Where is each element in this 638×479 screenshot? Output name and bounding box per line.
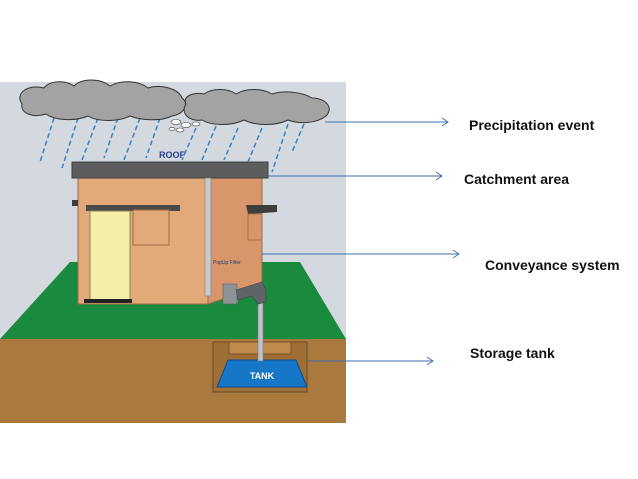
cloud-left	[19, 79, 187, 121]
downpipe	[204, 177, 212, 297]
cloud-wisps	[168, 119, 201, 133]
filter-label: PopUp Filter	[213, 260, 241, 266]
catchment-arrow-head	[435, 171, 443, 181]
storage-tank-label: Storage tank	[470, 345, 555, 361]
rain-drop	[201, 125, 217, 161]
rain-drop	[247, 127, 263, 163]
conveyance-system-label: Conveyance system	[485, 257, 620, 273]
rain-drop	[271, 123, 289, 173]
cloud-right	[183, 89, 330, 125]
roof-label: ROOF	[159, 150, 186, 160]
tank-inlet-pipe	[257, 302, 264, 362]
roof-slab	[71, 161, 269, 179]
rain-drop	[291, 123, 305, 153]
rain-drop	[145, 117, 161, 159]
rain-drops	[39, 117, 305, 173]
tank-label: TANK	[250, 371, 275, 381]
left-eave-stub	[72, 200, 78, 206]
conveyance-arrow-head	[452, 249, 460, 259]
precipitation-arrow-head	[441, 117, 449, 127]
rain-drop	[223, 127, 239, 161]
callout-arrows	[262, 117, 460, 366]
storage-tank	[216, 359, 308, 388]
filter-outlet-pipe	[235, 281, 267, 305]
door-step	[84, 299, 132, 303]
side-window	[247, 213, 263, 241]
precipitation-event-label: Precipitation event	[469, 117, 595, 133]
door-lintel	[86, 205, 180, 211]
rain-drop	[181, 127, 197, 161]
catchment-area-label: Catchment area	[464, 171, 570, 187]
side-awning	[246, 205, 277, 214]
house-window	[132, 209, 170, 246]
rain-drop	[103, 117, 119, 159]
house-door	[89, 210, 131, 302]
rain-drop	[61, 117, 79, 169]
storage-arrow-head	[426, 356, 434, 366]
filter-body	[222, 283, 238, 305]
